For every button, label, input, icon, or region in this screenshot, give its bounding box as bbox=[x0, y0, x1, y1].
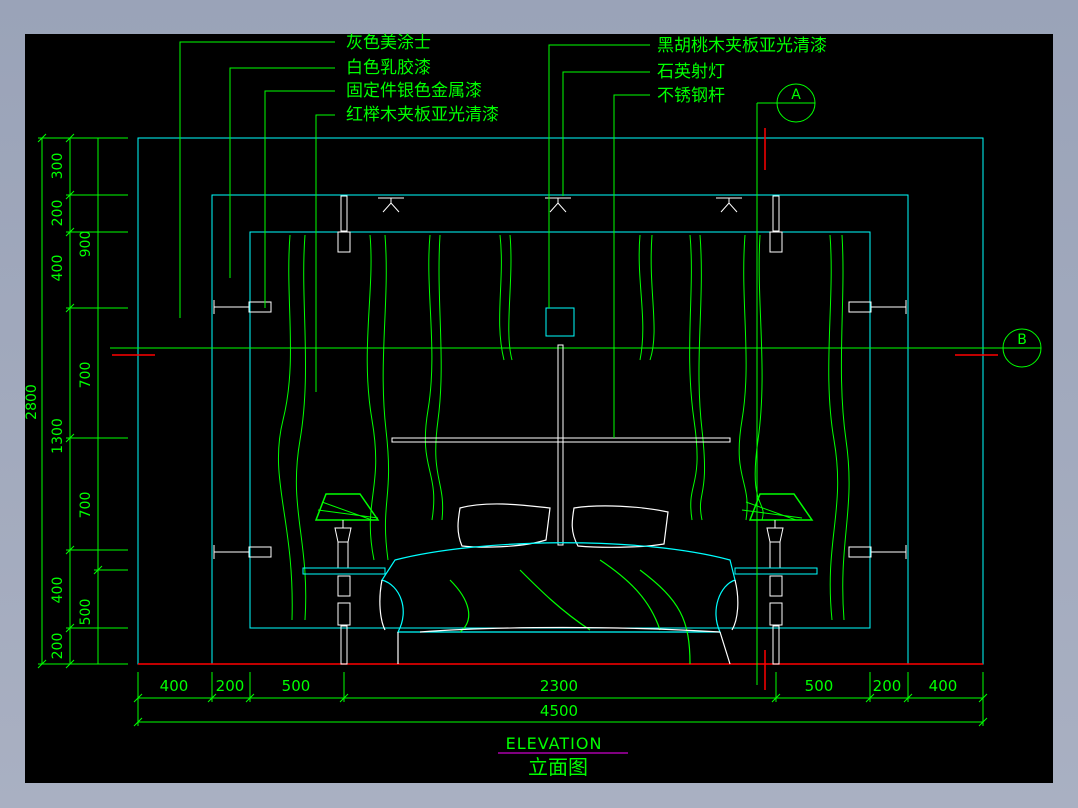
dim-left-200-bottom: 200 bbox=[50, 633, 66, 660]
dim-bottom-400-right: 400 bbox=[929, 677, 958, 695]
dim-bottom-2300: 2300 bbox=[540, 677, 578, 695]
dim-left-700-upper: 700 bbox=[78, 362, 94, 389]
leaders-left bbox=[179, 41, 335, 392]
section-marker-b-label: B bbox=[1017, 332, 1027, 348]
callout-quartz-spotlight: 石英射灯 bbox=[657, 62, 725, 82]
callout-grey-paint: 灰色美涂士 bbox=[346, 33, 431, 53]
callout-stainless-rod: 不锈钢杆 bbox=[657, 86, 725, 106]
bed bbox=[379, 503, 739, 665]
dim-bottom-400-left: 400 bbox=[160, 677, 189, 695]
callout-red-beech: 红榉木夹板亚光清漆 bbox=[346, 105, 499, 125]
dim-bottom-500-left: 500 bbox=[282, 677, 311, 695]
dim-total-width: 4500 bbox=[540, 702, 578, 720]
spotlights bbox=[378, 197, 742, 213]
center-fixture bbox=[545, 307, 575, 337]
dim-left-400-bottom: 400 bbox=[50, 577, 66, 604]
callout-fixing-silver: 固定件银色金属漆 bbox=[346, 81, 482, 101]
horizontal-dimensions bbox=[133, 672, 988, 727]
dim-bottom-200-left: 200 bbox=[216, 677, 245, 695]
dim-bottom-200-right: 200 bbox=[873, 677, 902, 695]
fixing-posts bbox=[213, 195, 907, 665]
dim-left-700-lower: 700 bbox=[78, 492, 94, 519]
dim-left-900: 900 bbox=[78, 231, 94, 258]
left-lamp bbox=[302, 493, 386, 597]
section-marker-a-label: A bbox=[791, 87, 801, 103]
dim-left-300: 300 bbox=[50, 153, 66, 180]
dim-left-400-top: 400 bbox=[50, 255, 66, 282]
callout-black-walnut: 黑胡桃木夹板亚光清漆 bbox=[657, 36, 827, 56]
cad-drawing-area bbox=[25, 34, 1053, 783]
title-english: ELEVATION bbox=[506, 734, 603, 753]
callout-white-latex: 白色乳胶漆 bbox=[346, 58, 431, 78]
stainless-rod-vertical bbox=[557, 344, 564, 546]
dim-total-height: 2800 bbox=[24, 384, 40, 420]
dim-left-500: 500 bbox=[78, 599, 94, 626]
dim-bottom-500-right: 500 bbox=[805, 677, 834, 695]
stainless-rod-horizontal bbox=[391, 437, 731, 443]
leaders-right bbox=[548, 44, 650, 438]
wood-grain bbox=[277, 234, 850, 621]
headboard-panel bbox=[249, 231, 871, 629]
right-lamp bbox=[734, 493, 818, 597]
title-chinese: 立面图 bbox=[528, 755, 588, 779]
dim-left-1300: 1300 bbox=[50, 418, 66, 454]
vertical-dimensions bbox=[37, 133, 128, 669]
dim-left-200-top: 200 bbox=[50, 200, 66, 227]
